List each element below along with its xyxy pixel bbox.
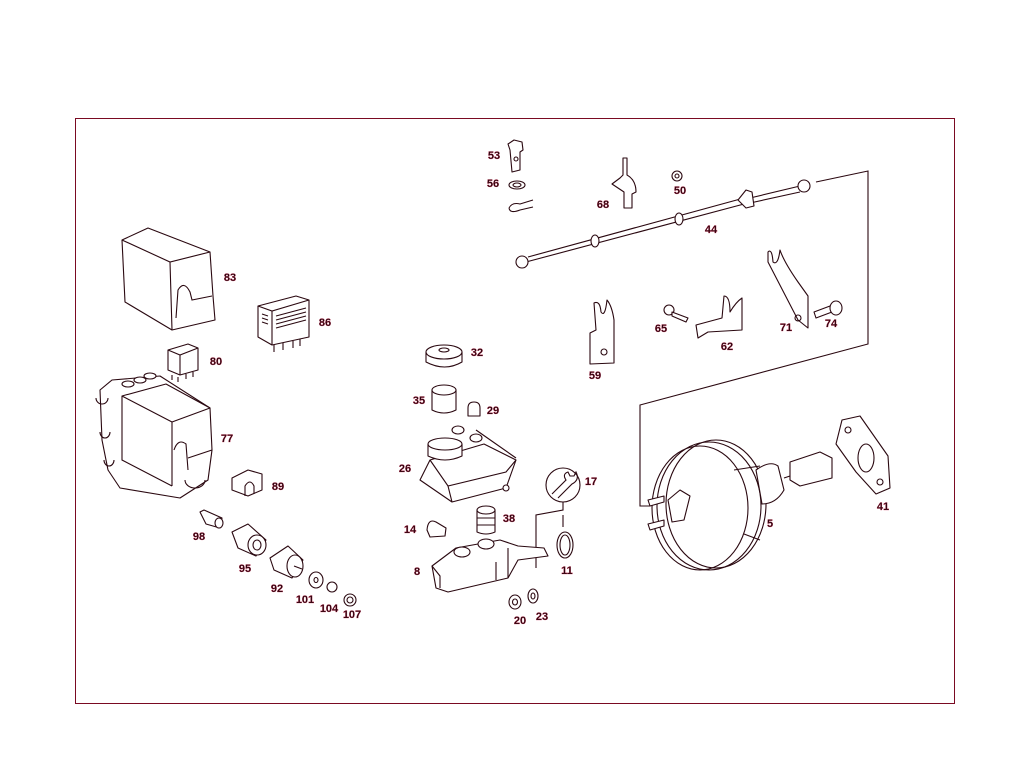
part-101-washer[interactable] — [308, 571, 324, 589]
label-86: 86 — [319, 317, 331, 329]
part-98-stud[interactable] — [199, 509, 224, 529]
part-14-plug[interactable] — [426, 520, 447, 538]
diagram-frame — [75, 118, 955, 704]
part-107-nut[interactable] — [343, 593, 357, 607]
label-8: 8 — [414, 566, 420, 578]
part-62-bracket[interactable] — [695, 295, 743, 339]
label-38: 38 — [503, 513, 515, 525]
part-20-nut[interactable] — [508, 594, 522, 610]
label-92: 92 — [271, 583, 283, 595]
part-86-relay[interactable] — [257, 295, 310, 352]
part-23-washer[interactable] — [527, 588, 539, 604]
label-29: 29 — [487, 405, 499, 417]
label-50: 50 — [674, 185, 686, 197]
label-44: 44 — [705, 224, 718, 236]
part-29-plug[interactable] — [467, 401, 481, 417]
label-17: 17 — [585, 476, 597, 488]
part-11-o-ring[interactable] — [556, 531, 574, 559]
part-50-nut[interactable] — [671, 170, 683, 182]
part-53-banjo-bolt[interactable] — [507, 139, 524, 173]
part-80-relay[interactable] — [167, 343, 199, 382]
label-26: 26 — [399, 463, 411, 475]
part-95-bushing[interactable] — [231, 523, 267, 557]
part-8-master-cylinder[interactable] — [431, 538, 549, 593]
label-56: 56 — [487, 178, 499, 190]
part-32-cap[interactable] — [425, 344, 463, 368]
label-74: 74 — [825, 318, 838, 330]
part-92-damper[interactable] — [269, 545, 304, 579]
label-62: 62 — [721, 341, 733, 353]
label-101: 101 — [296, 594, 314, 606]
part-104-lockwasher[interactable] — [326, 581, 338, 593]
label-59: 59 — [589, 370, 601, 382]
label-104: 104 — [320, 603, 339, 615]
label-83: 83 — [224, 272, 236, 284]
label-89: 89 — [272, 481, 284, 493]
label-35: 35 — [413, 395, 425, 407]
fitting-eye — [508, 199, 534, 213]
part-35-strainer[interactable] — [431, 384, 457, 414]
part-74-bolt[interactable] — [813, 300, 843, 319]
part-71-bracket[interactable] — [767, 249, 809, 329]
label-32: 32 — [471, 347, 483, 359]
label-80: 80 — [210, 356, 222, 368]
label-65: 65 — [655, 323, 667, 335]
label-71: 71 — [780, 322, 792, 334]
part-26-reservoir[interactable] — [419, 425, 517, 503]
label-5: 5 — [767, 518, 773, 530]
part-41-gasket[interactable] — [835, 415, 891, 495]
part-56-seal-ring[interactable] — [508, 180, 526, 190]
part-labels: 53 56 68 50 44 83 86 80 32 65 62 71 74 5… — [193, 150, 890, 627]
part-83-cover[interactable] — [121, 227, 216, 331]
label-107: 107 — [343, 609, 361, 621]
label-11: 11 — [561, 565, 573, 577]
label-41: 41 — [877, 501, 889, 513]
label-53: 53 — [488, 150, 500, 162]
part-65-bolt[interactable] — [663, 304, 689, 323]
part-5-brake-booster[interactable] — [647, 439, 833, 571]
label-77: 77 — [221, 433, 233, 445]
part-77-hydraulic-unit[interactable] — [95, 372, 213, 499]
part-38-grommet[interactable] — [476, 505, 496, 535]
part-68-union[interactable] — [611, 157, 637, 209]
part-44-brake-line[interactable] — [515, 179, 811, 269]
leader-lines — [535, 170, 869, 568]
label-23: 23 — [536, 611, 548, 623]
part-59-bracket[interactable] — [589, 299, 615, 365]
label-20: 20 — [514, 615, 526, 627]
label-95: 95 — [239, 563, 251, 575]
label-68: 68 — [597, 199, 609, 211]
wrench-icon — [545, 467, 581, 503]
label-14: 14 — [404, 524, 417, 536]
label-98: 98 — [193, 531, 205, 543]
part-89-bracket[interactable] — [231, 469, 263, 497]
